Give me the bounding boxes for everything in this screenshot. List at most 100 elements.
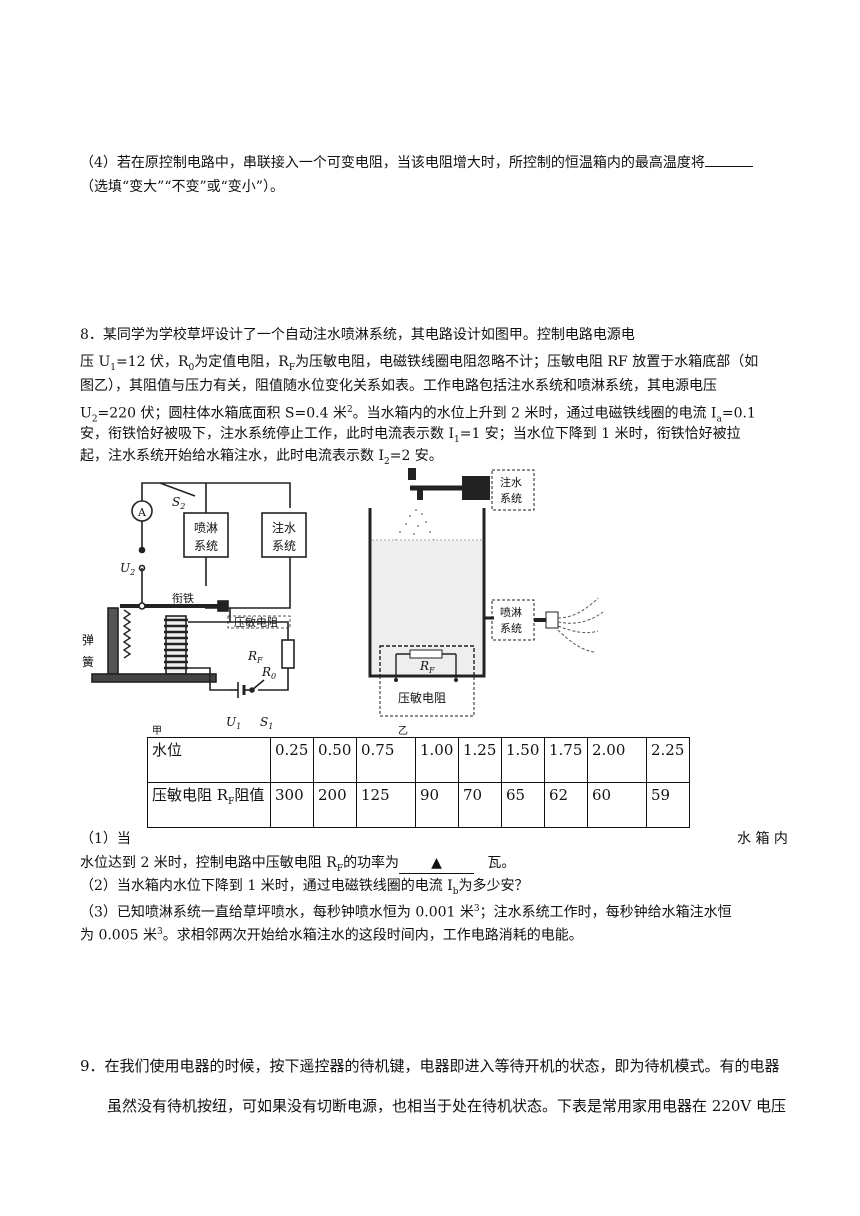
q8-sub3: （3）已知喷淋系统一直给草坪喷水，每秒钟喷水恒为 0.001 米3；注水系统工作… xyxy=(80,899,732,923)
table-cell: 59 xyxy=(646,782,690,828)
q8-sub-text: 为多少安？ xyxy=(458,878,529,894)
answer-blank[interactable]: ▲ xyxy=(399,853,475,874)
s1-label: S1 xyxy=(260,715,273,731)
q8-sub1-start: （1）当 xyxy=(80,829,131,849)
table-cell: 0.75 xyxy=(356,737,416,783)
q8-sub3-line2: 为 0.005 米3。求相邻两次开始给水箱注水的这段时间内，工作电路消耗的电能。 xyxy=(80,922,583,946)
subscript: b xyxy=(452,886,459,897)
table-cell: 125 xyxy=(356,782,416,828)
q8-intro: 8．某同学为学校草坪设计了一个自动注水喷淋系统，其电路设计如图甲。控制电路电源电 xyxy=(80,325,635,345)
u2-label: U2 xyxy=(120,561,135,577)
figure-yi xyxy=(368,468,604,717)
q4-line1: （4）若在原控制电路中，串联接入一个可变电阻，当该电阻增大时，所控制的恒温箱内的… xyxy=(80,152,753,173)
q4-line2: （选填“变大”“不变”或“变小”）。 xyxy=(80,177,284,197)
table-cell: 200 xyxy=(313,782,357,828)
q8-text: =2 安。 xyxy=(389,448,443,464)
sprinkler-label: 喷淋 xyxy=(194,521,218,535)
q8-sub-text: 水 箱 内 xyxy=(737,831,788,847)
q8-sub2: （2）当水箱内水位下降到 1 米时，通过电磁铁线圈的电流 Ib为多少安？ xyxy=(80,876,528,902)
table-row: 水位 0.25 0.50 0.75 1.00 1.25 1.50 1.75 2.… xyxy=(147,737,690,783)
q8-sub-text: （2）当水箱内水位下降到 1 米时，通过电磁铁线圈的电流 I xyxy=(80,878,453,894)
q4-text1: （4）若在原控制电路中，串联接入一个可变电阻，当该电阻增大时，所控制的恒温箱内的… xyxy=(80,155,705,171)
q9-text: 虽然没有待机按纽，可如果没有切断电源，也相当于处在待机状态。下表是常用家用电器在… xyxy=(107,1097,787,1115)
figure-jia-caption: 甲 xyxy=(152,726,162,737)
table-cell: 90 xyxy=(415,782,459,828)
subscript: 1 xyxy=(110,362,116,373)
q8-text: =0.1 xyxy=(721,405,756,422)
s2-label: S2 xyxy=(172,495,185,511)
table-row: 压敏电阻 RF阻值 300 200 125 90 70 65 62 60 59 xyxy=(147,782,690,828)
q8-text: 安，衔铁恰好被吸下，注水系统停止工作，此时电流表示数 I xyxy=(80,426,454,442)
table-cell: 0.25 xyxy=(270,737,314,783)
table-cell: 65 xyxy=(501,782,545,828)
q8-text: =220 伏；圆柱体水箱底面积 S=0.4 米 xyxy=(97,405,347,422)
q8-text: U xyxy=(80,405,92,422)
subscript: F xyxy=(288,362,296,373)
q8-line6: 起，注水系统开始给水箱注水，此时电流表示数 I2=2 安。 xyxy=(80,446,443,472)
q8-sub-text: （3）已知喷淋系统一直给草坪喷水，每秒钟喷水恒为 0.001 米 xyxy=(80,904,474,921)
q8-sub-text: 瓦。 xyxy=(487,855,516,871)
sprinkler-label: 系统 xyxy=(500,622,522,635)
table-header-cell: 水位 xyxy=(147,737,271,783)
r0-label: R0 xyxy=(261,665,276,681)
circuit-figures: A S2 喷淋 系统 注水 系统 U2 衔铁 弹 簧 压敏电阻 RF R0 U1… xyxy=(82,468,604,737)
table-cell: 1.50 xyxy=(501,737,545,783)
q8-line2: 压 U1=12 伏，R0为定值电阻，RF为压敏电阻，电磁铁线圈电阻忽略不计；压敏… xyxy=(80,352,758,378)
table-cell: 0.50 xyxy=(313,737,357,783)
q8-line5: 安，衔铁恰好被吸下，注水系统停止工作，此时电流表示数 I1=1 安；当水位下降到… xyxy=(80,424,741,450)
q8-text: 为定值电阻，R xyxy=(194,354,289,370)
q8-text: =12 伏，R xyxy=(115,354,189,370)
q8-line4: U2=220 伏；圆柱体水箱底面积 S=0.4 米2。当水箱内的水位上升到 2 … xyxy=(80,400,756,429)
tank-rf-label: RF xyxy=(419,659,435,675)
table-cell: 70 xyxy=(458,782,502,828)
q8-text: 。当水箱内的水位上升到 2 米时，通过电磁铁线圈的电流 I xyxy=(352,405,717,422)
water-level-table: 水位 0.25 0.50 0.75 1.00 1.25 1.50 1.75 2.… xyxy=(147,737,690,828)
inject-label: 注水 xyxy=(272,520,296,535)
spring-label: 簧 xyxy=(82,654,94,669)
figure-yi-labels: 注水 系统 喷淋 系统 RF 压敏电阻 乙 xyxy=(398,475,522,737)
inject-label: 注水 xyxy=(500,475,522,489)
answer-blank[interactable] xyxy=(704,152,753,167)
subscript: 2 xyxy=(383,456,390,467)
q8-sub-text: ；注水系统工作时，每秒钟给水箱注水恒 xyxy=(479,904,732,921)
q8-text-intro: 8．某同学为学校草坪设计了一个自动注水喷淋系统，其电路设计如图甲。控制电路电源电 xyxy=(80,327,635,343)
q8-text: 压 U xyxy=(80,354,111,370)
subscript: 0 xyxy=(188,362,195,373)
pressure-resistor-label: 压敏电阻 xyxy=(234,615,278,629)
q8-sub1-right: 水 箱 内 xyxy=(737,829,788,849)
q9-text: 9．在我们使用电器的时候，按下遥控器的待机键，电器即进入等待开机的状态，即为待机… xyxy=(80,1057,780,1075)
table-cell: 1.00 xyxy=(415,737,459,783)
figure-jia xyxy=(91,482,307,698)
table-cell: 2.25 xyxy=(646,737,690,783)
inject-label: 系统 xyxy=(272,539,296,553)
figure-yi-caption: 乙 xyxy=(398,725,408,737)
table-cell: 2.00 xyxy=(587,737,647,783)
superscript: 3 xyxy=(156,927,163,937)
armature-label: 衔铁 xyxy=(172,592,194,605)
inject-label: 系统 xyxy=(500,492,522,505)
table-cell: 62 xyxy=(544,782,588,828)
q8-sub-text: （1）当 xyxy=(80,831,131,847)
subscript: 2 xyxy=(91,414,98,425)
u1-label: U1 xyxy=(226,715,241,731)
superscript: 3 xyxy=(473,904,480,914)
subscript: a xyxy=(716,414,722,425)
q8-text: 起，注水系统开始给水箱注水，此时电流表示数 I xyxy=(80,448,384,464)
q8-text: =1 安；当水位下降到 1 米时，衔铁恰好被拉 xyxy=(459,426,741,442)
q8-line3: 图乙），其阻值与压力有关，阻值随水位变化关系如表。工作电路包括注水系统和喷淋系统… xyxy=(80,376,717,396)
table-cell: 60 xyxy=(587,782,647,828)
table-cell: 1.75 xyxy=(544,737,588,783)
superscript: 2 xyxy=(346,405,353,415)
q4-text2: （选填“变大”“不变”或“变小”）。 xyxy=(80,179,284,195)
figure-jia-labels: A S2 喷淋 系统 注水 系统 U2 衔铁 弹 簧 压敏电阻 RF R0 U1… xyxy=(82,495,296,737)
q8-sub-text: 。求相邻两次开始给水箱注水的这段时间内，工作电路消耗的电能。 xyxy=(162,927,583,944)
table-header-cell: 压敏电阻 RF阻值 xyxy=(147,782,271,828)
ammeter-label: A xyxy=(137,506,147,519)
spring-label: 弹 xyxy=(82,633,94,647)
q8-text: 为压敏电阻，电磁铁线圈电阻忽略不计；压敏电阻 RF 放置于水箱底部（如 xyxy=(295,354,759,370)
table-cell: 1.25 xyxy=(458,737,502,783)
q8-text: 图乙），其阻值与压力有关，阻值随水位变化关系如表。工作电路包括注水系统和喷淋系统… xyxy=(80,378,717,394)
subscript: F xyxy=(336,863,344,874)
header-text: 压敏电阻 R xyxy=(152,786,229,804)
tank-pressure-resistor-label: 压敏电阻 xyxy=(398,690,446,705)
